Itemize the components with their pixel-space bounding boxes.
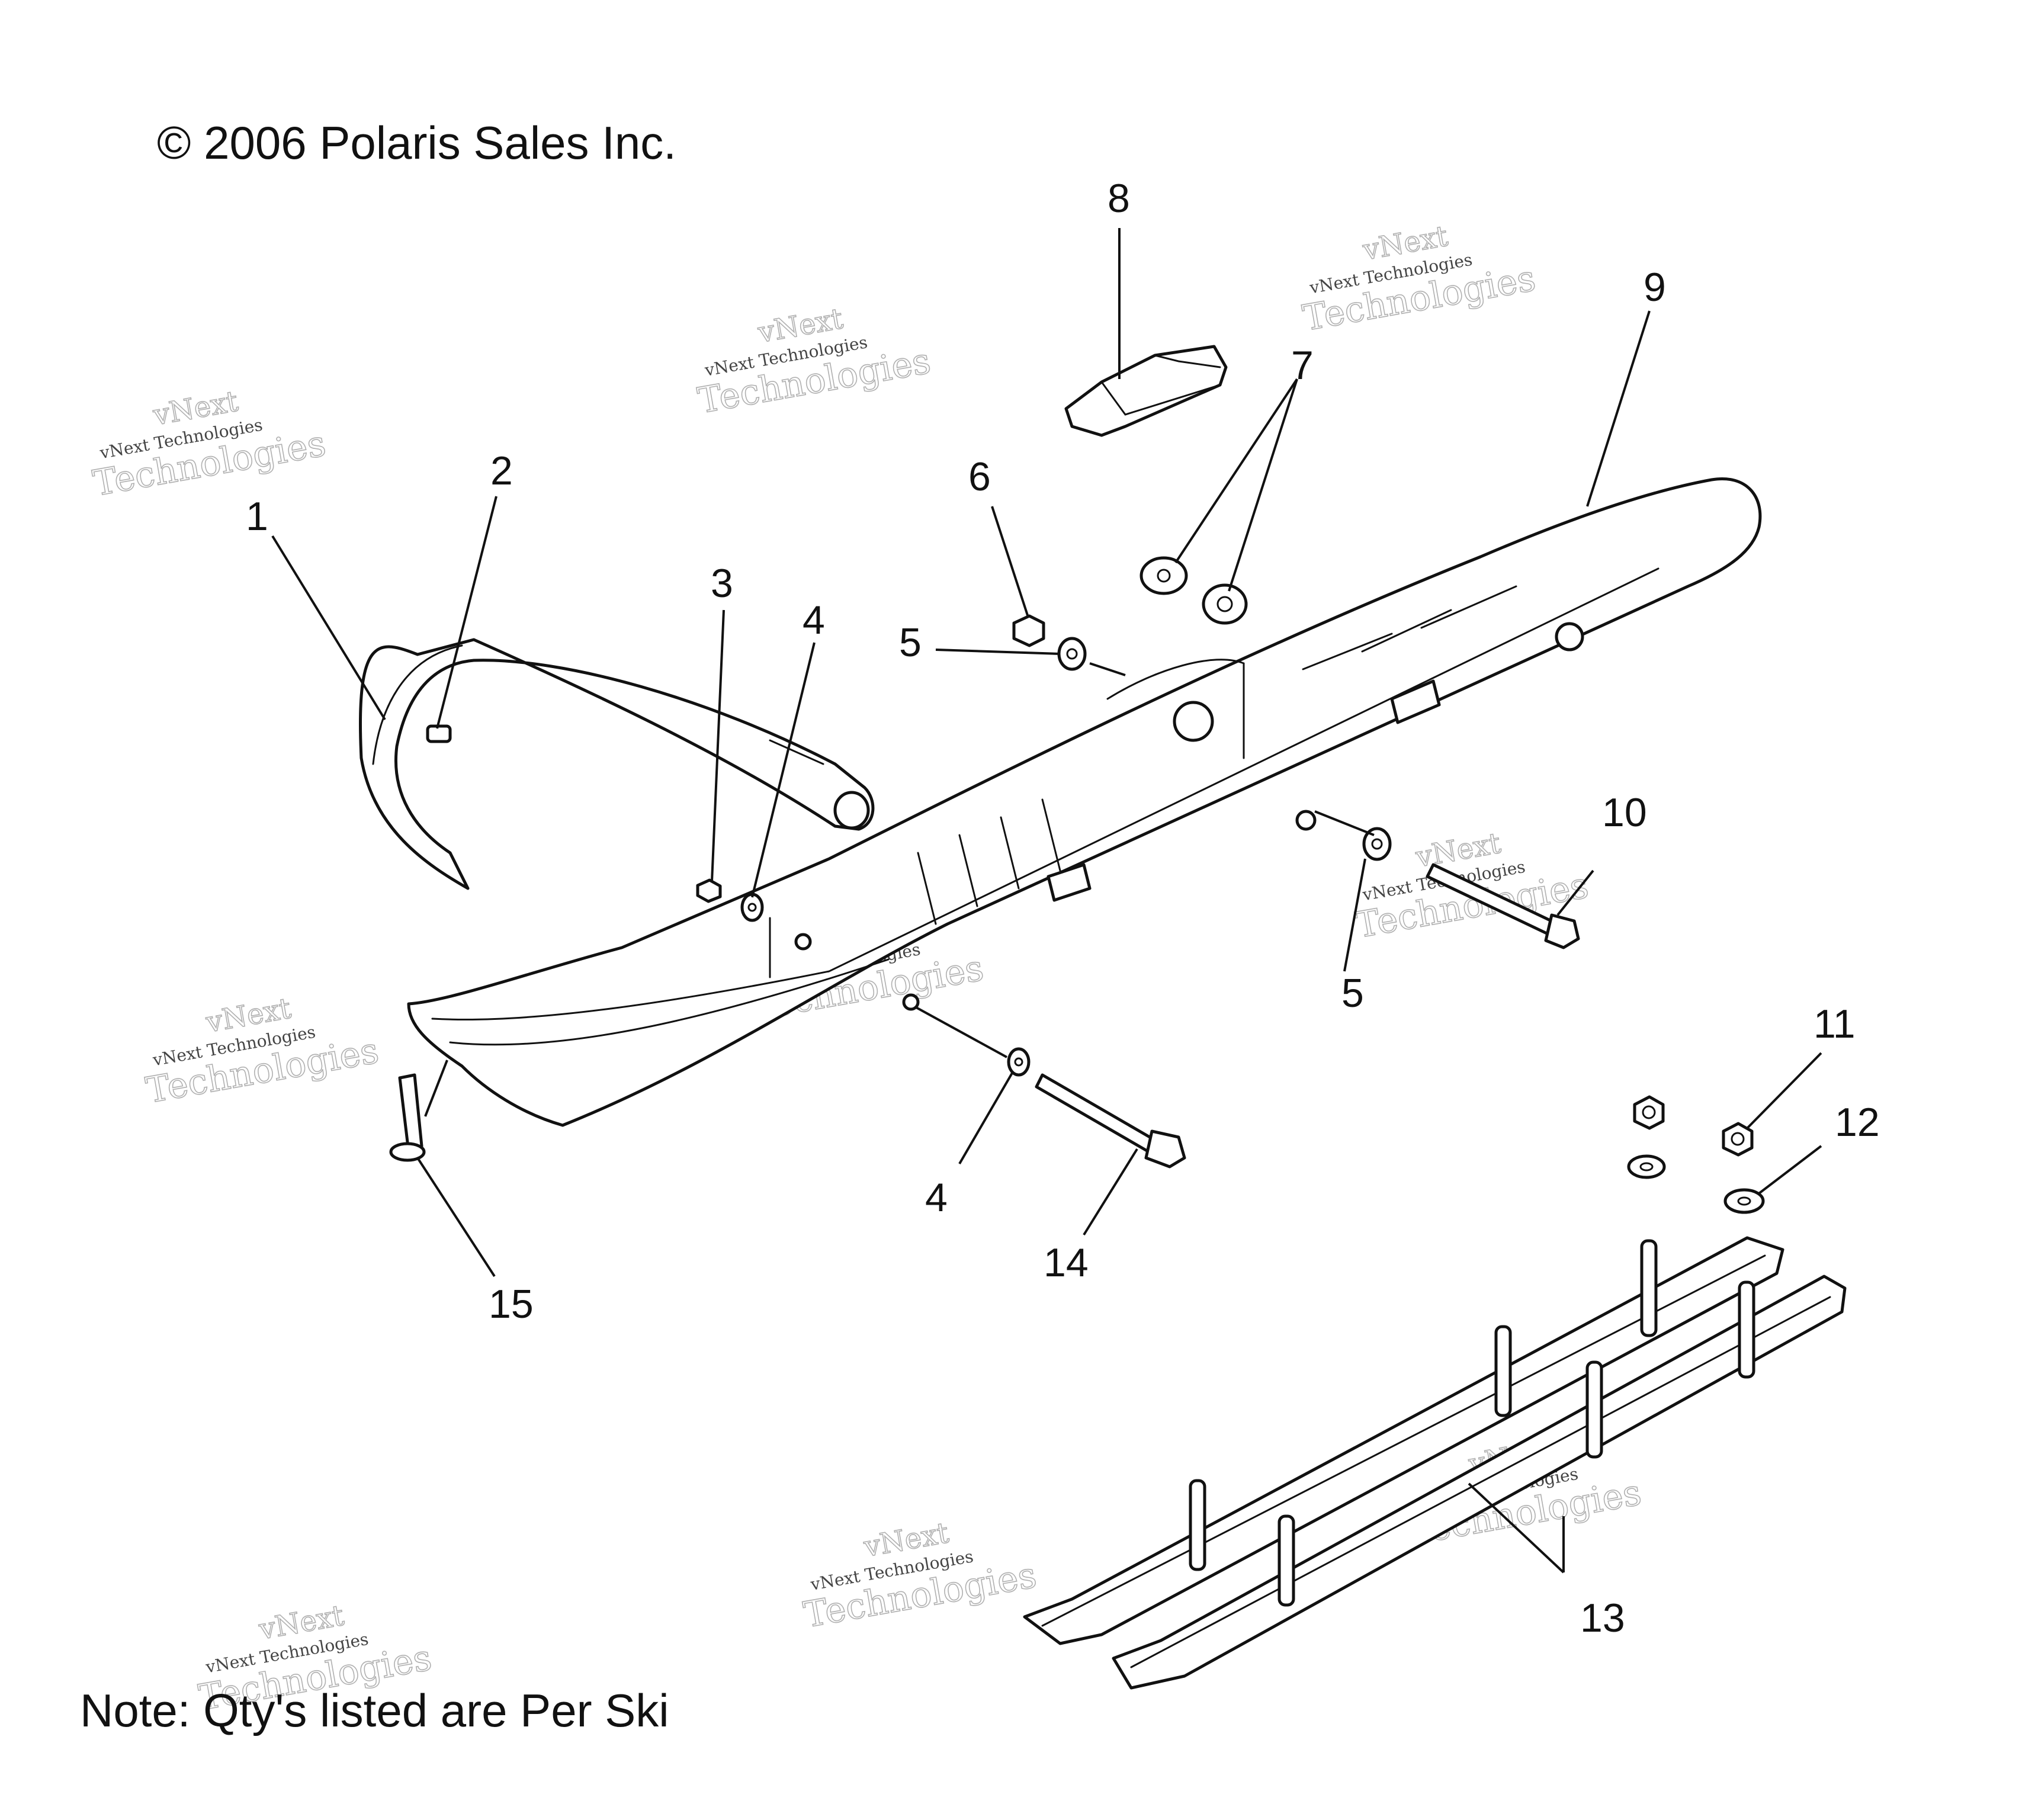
callout-13: 13 xyxy=(1580,1596,1625,1641)
part-6-nut xyxy=(1012,614,1045,647)
callout-12: 12 xyxy=(1835,1100,1880,1145)
callout-4-a: 4 xyxy=(803,598,825,643)
part-4-washer-a xyxy=(740,893,764,922)
part-5-washer-b xyxy=(1362,827,1392,861)
copyright-text: © 2006 Polaris Sales Inc. xyxy=(157,117,676,169)
watermark: vNext vNext Technologies Technologies xyxy=(800,1516,1040,1636)
part-11-nuts xyxy=(1633,1095,1754,1157)
part-12-washers xyxy=(1627,1154,1765,1214)
part-13-runners xyxy=(1023,1236,1847,1690)
watermark: vNext vNext Technologies Technologies xyxy=(1299,219,1539,340)
part-8-cover xyxy=(1064,345,1228,437)
part-4-washer-b xyxy=(1007,1047,1031,1077)
callouts: 1 2 3 4 5 6 7 8 9 10 5 11 12 4 14 13 15 xyxy=(246,176,1880,1641)
part-9-ski-body xyxy=(407,477,1762,1127)
callout-15: 15 xyxy=(489,1282,534,1327)
callout-2: 2 xyxy=(490,448,513,493)
watermark: vNext vNext Technologies Technologies xyxy=(694,301,934,422)
callout-4-b: 4 xyxy=(925,1175,948,1220)
callout-9: 9 xyxy=(1644,265,1666,310)
leader-lines xyxy=(271,228,1822,1574)
part-14-bolt xyxy=(1035,1073,1186,1169)
part-3-nut xyxy=(696,878,722,903)
callout-1: 1 xyxy=(246,494,268,539)
part-7-bushings xyxy=(1140,556,1248,625)
watermark: vNext vNext Technologies Technologies xyxy=(89,384,329,505)
callout-5-a: 5 xyxy=(899,620,922,665)
part-5-washer-a xyxy=(1057,637,1087,671)
callout-6: 6 xyxy=(968,454,991,499)
callout-3: 3 xyxy=(711,561,733,606)
callout-5-b: 5 xyxy=(1341,971,1364,1016)
callout-10: 10 xyxy=(1602,790,1647,835)
watermark: vNext vNext Technologies Technologies xyxy=(143,991,383,1112)
callout-11: 11 xyxy=(1813,1002,1856,1047)
part-15-pin xyxy=(389,1073,426,1162)
part-10-bolt xyxy=(1426,863,1580,949)
callout-7: 7 xyxy=(1291,343,1314,388)
qty-note: Note: Qty's listed are Per Ski xyxy=(80,1684,669,1736)
part-2-clip xyxy=(426,724,452,743)
callout-14: 14 xyxy=(1044,1240,1089,1285)
callout-8: 8 xyxy=(1108,176,1130,221)
part-1-ski-loop xyxy=(358,638,875,890)
